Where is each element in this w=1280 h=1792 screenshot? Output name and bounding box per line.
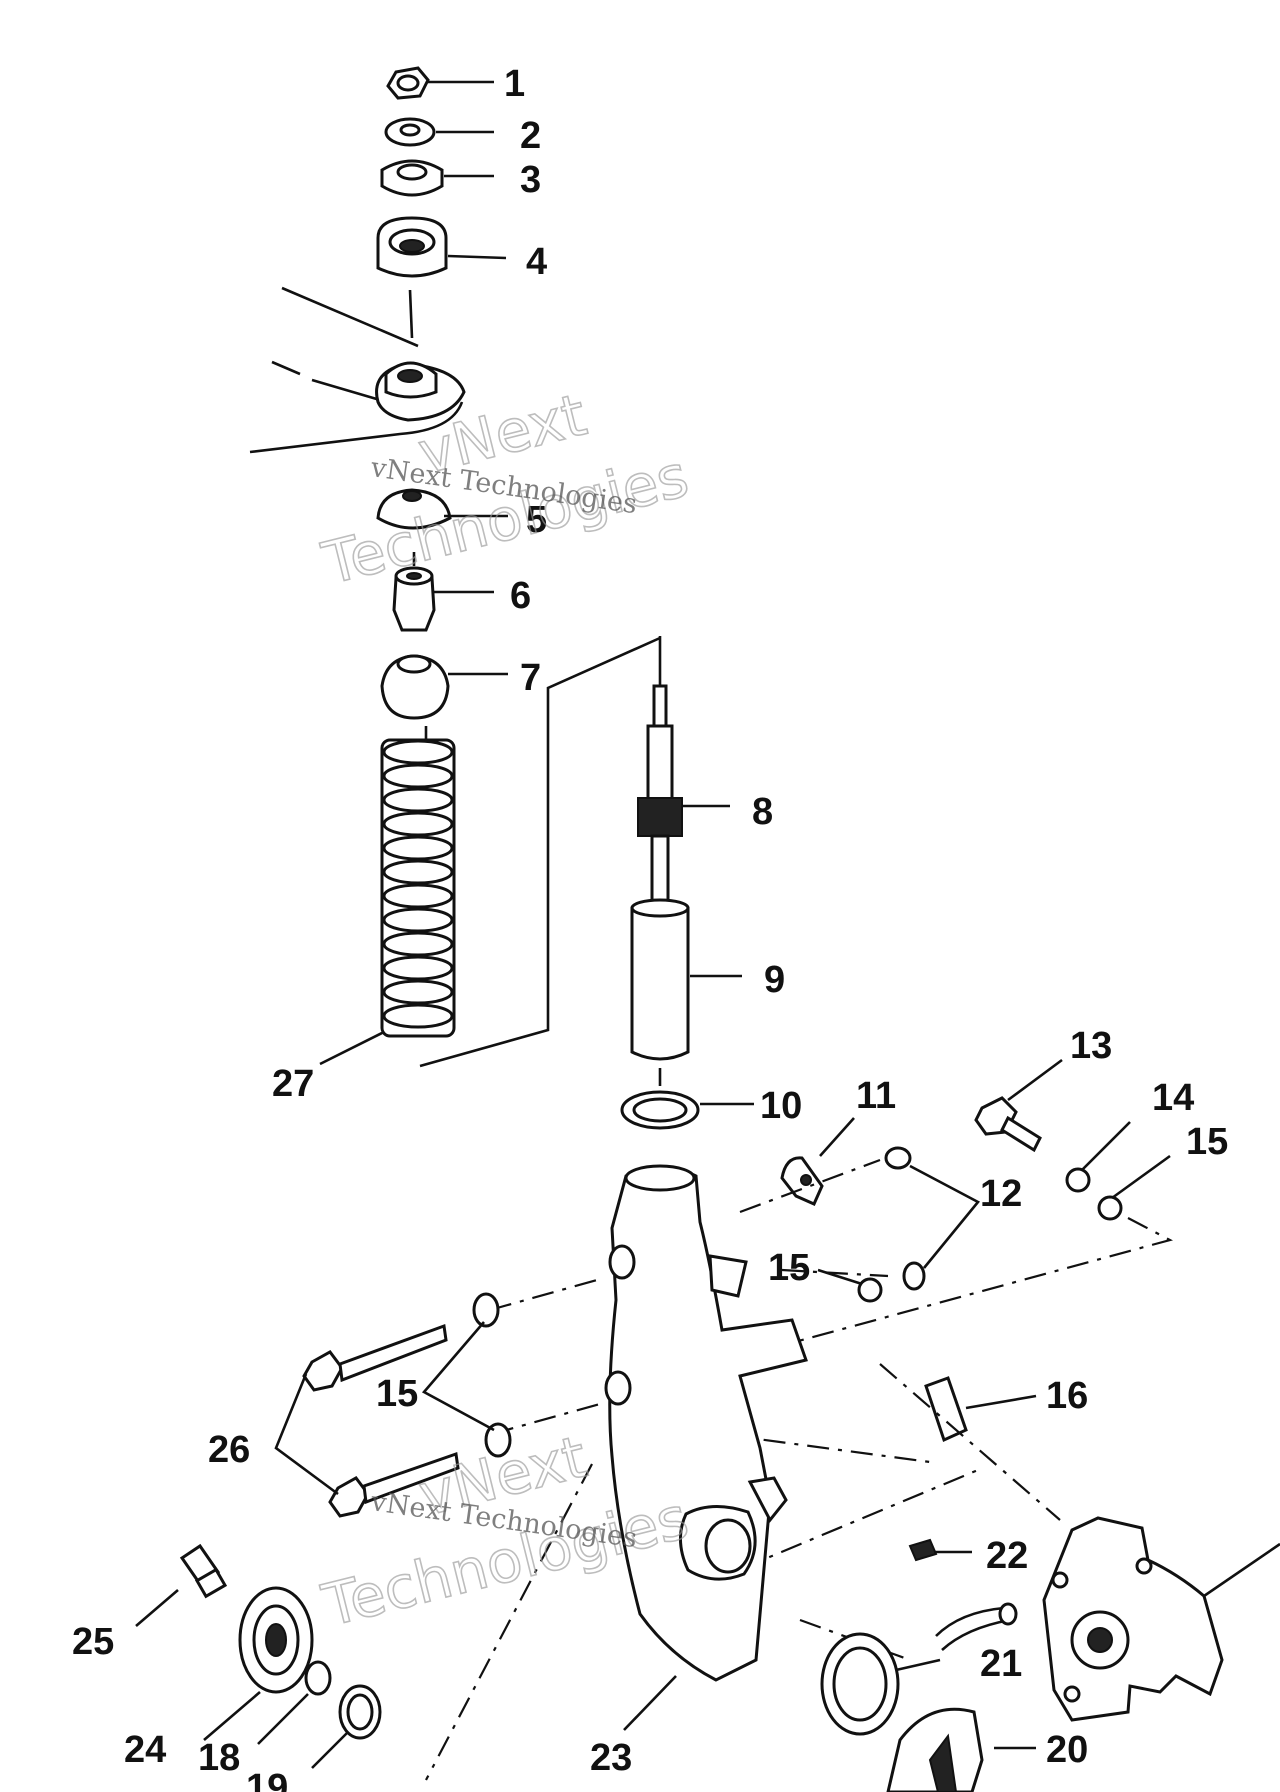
callout-25: 25 xyxy=(72,1621,114,1663)
part-brake-caliper xyxy=(1042,1516,1280,1722)
leader-lines xyxy=(135,80,1171,1769)
part-washer-bolt-lower xyxy=(484,1422,512,1458)
part-bolt-long-upper xyxy=(302,1323,448,1392)
part-pad-block xyxy=(924,1376,968,1443)
part-washer-small-b xyxy=(1065,1167,1091,1193)
spring-coil xyxy=(382,979,454,1005)
part-coil-spring xyxy=(380,738,456,1038)
spring-coil xyxy=(382,739,454,765)
callout-13: 13 xyxy=(1070,1025,1112,1067)
callout-labels: 1 2 3 4 5 6 7 8 9 10 11 12 13 14 15 15 1… xyxy=(72,63,1228,1792)
spring-coil xyxy=(382,835,454,861)
callout-4: 4 xyxy=(526,241,547,283)
part-nut-small-b xyxy=(902,1261,926,1291)
spring-coil xyxy=(382,859,454,885)
callout-7: 7 xyxy=(520,657,541,699)
callout-9: 9 xyxy=(764,959,785,1001)
part-bushing-small xyxy=(380,159,444,197)
callout-5: 5 xyxy=(526,499,547,541)
part-cup-upper xyxy=(376,488,452,530)
callout-26: 26 xyxy=(208,1429,250,1471)
part-steering-knuckle xyxy=(604,1164,808,1682)
callout-2: 2 xyxy=(520,115,541,157)
callout-12: 12 xyxy=(980,1173,1022,1215)
part-stud xyxy=(179,1543,228,1599)
callout-6: 6 xyxy=(510,575,531,617)
spring-coil xyxy=(382,811,454,837)
part-upper-mount xyxy=(375,361,466,422)
callout-21: 21 xyxy=(980,1643,1022,1685)
part-fitting-small xyxy=(908,1538,938,1562)
callout-20: 20 xyxy=(1046,1729,1088,1771)
part-washer xyxy=(384,117,436,147)
callout-10: 10 xyxy=(760,1085,802,1127)
spring-coil xyxy=(382,931,454,957)
callout-18: 18 xyxy=(198,1737,240,1779)
spring-coil xyxy=(382,907,454,933)
spring-coil xyxy=(382,787,454,813)
spring-coil xyxy=(382,955,454,981)
part-washer-small-a xyxy=(857,1277,883,1303)
callout-15-middle: 15 xyxy=(768,1247,810,1289)
part-spacer xyxy=(392,566,436,632)
part-seal-large xyxy=(238,1586,314,1694)
callout-15-left: 15 xyxy=(376,1373,418,1415)
part-castle-nut xyxy=(304,1660,332,1696)
part-washer-bolt-upper xyxy=(472,1292,500,1328)
callout-19: 19 xyxy=(246,1767,288,1792)
part-washer-small-c xyxy=(1097,1195,1123,1221)
callout-14: 14 xyxy=(1152,1077,1194,1119)
part-bracket-tab xyxy=(780,1156,824,1206)
part-nut-small-a xyxy=(884,1146,912,1170)
part-shock-absorber xyxy=(630,636,690,1061)
part-hub-seal xyxy=(820,1632,900,1736)
callout-23: 23 xyxy=(590,1737,632,1779)
callout-8: 8 xyxy=(752,791,773,833)
watermark-top: vNext Technologies vNext Technologies xyxy=(315,380,696,599)
part-wire-lead xyxy=(935,1602,1018,1651)
part-nut-top xyxy=(386,66,430,100)
callout-1: 1 xyxy=(504,63,525,105)
callout-27: 27 xyxy=(272,1063,314,1105)
part-bolt-long-lower xyxy=(328,1451,460,1518)
callout-22: 22 xyxy=(986,1535,1028,1577)
part-bushing-large xyxy=(376,216,448,278)
callout-11: 11 xyxy=(856,1075,896,1117)
spring-coil xyxy=(382,763,454,789)
callout-3: 3 xyxy=(520,159,541,201)
part-brake-ring xyxy=(886,1707,984,1792)
spring-coil xyxy=(382,883,454,909)
part-spacer-ring xyxy=(338,1684,382,1740)
part-bolt-short xyxy=(974,1096,1042,1153)
part-cup-lower xyxy=(380,654,450,720)
spring-coil xyxy=(382,1003,454,1029)
part-seal-ring xyxy=(620,1090,700,1130)
callout-24: 24 xyxy=(124,1729,166,1771)
callout-15-right: 15 xyxy=(1186,1121,1228,1163)
callout-16: 16 xyxy=(1046,1375,1088,1417)
